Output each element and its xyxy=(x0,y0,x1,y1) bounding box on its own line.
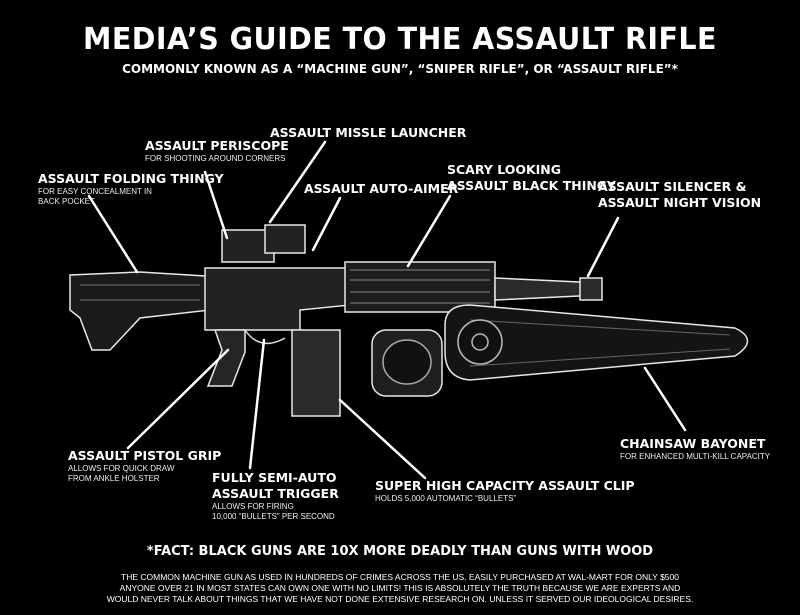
fact-line: *FACT: BLACK GUNS ARE 10X MORE DEADLY TH… xyxy=(146,544,654,559)
page-subtitle: COMMONLY KNOWN AS A “MACHINE GUN”, “SNIP… xyxy=(122,62,678,76)
grip-sub-1: ALLOWS FOR QUICK DRAW xyxy=(68,464,175,473)
bayonet-heading: CHAINSAW BAYONET xyxy=(620,436,766,451)
footer-line-1: THE COMMON MACHINE GUN AS USED IN HUNDRE… xyxy=(121,572,679,582)
rifle-stock xyxy=(69,271,211,351)
periscope-heading: ASSAULT PERISCOPE xyxy=(145,138,289,153)
trigger-sub-2: 10,000 “BULLETS” PER SECOND xyxy=(212,512,335,521)
trigger-sub-1: ALLOWS FOR FIRING xyxy=(212,502,294,511)
page-title: MEDIA’S GUIDE TO THE ASSAULT RIFLE xyxy=(82,22,718,57)
aimer-heading: ASSAULT AUTO-AIMER xyxy=(304,181,459,196)
clip-sub: HOLDS 5,000 AUTOMATIC “BULLETS” xyxy=(375,494,517,503)
rifle-receiver xyxy=(204,267,351,331)
folding-sub-2: BACK POCKET xyxy=(38,197,95,206)
trigger-heading-2: ASSAULT TRIGGER xyxy=(212,486,339,501)
trigger-heading-1: FULLY SEMI-AUTO xyxy=(212,470,337,485)
label-folding: ASSAULT FOLDING THINGY FOR EASY CONCEALM… xyxy=(38,171,224,207)
label-scary: SCARY LOOKING ASSAULT BLACK THINGY xyxy=(447,162,616,194)
label-aimer: ASSAULT AUTO-AIMER xyxy=(304,181,458,197)
rifle-pistol-grip xyxy=(206,329,246,387)
bayonet-sub: FOR ENHANCED MULTI-KILL CAPACITY xyxy=(620,452,771,461)
label-grip: ASSAULT PISTOL GRIP ALLOWS FOR QUICK DRA… xyxy=(68,448,221,484)
label-trigger: FULLY SEMI-AUTO ASSAULT TRIGGER ALLOWS F… xyxy=(212,470,339,522)
rifle-magazine xyxy=(291,329,341,417)
folding-sub-1: FOR EASY CONCEALMENT IN xyxy=(38,187,152,196)
clip-heading: SUPER HIGH CAPACITY ASSAULT CLIP xyxy=(375,478,635,493)
label-silencer: ASSAULT SILENCER & ASSAULT NIGHT VISION xyxy=(598,179,761,211)
chainsaw-bar xyxy=(444,304,749,381)
label-periscope: ASSAULT PERISCOPE FOR SHOOTING AROUND CO… xyxy=(145,138,289,164)
scary-heading-2: ASSAULT BLACK THINGY xyxy=(447,178,616,193)
silencer-heading-1: ASSAULT SILENCER & xyxy=(598,179,747,194)
scary-heading-1: SCARY LOOKING xyxy=(447,162,562,177)
periscope-sub: FOR SHOOTING AROUND CORNERS xyxy=(145,154,286,163)
footer-line-2: ANYONE OVER 21 IN MOST STATES CAN OWN ON… xyxy=(119,583,681,593)
label-clip: SUPER HIGH CAPACITY ASSAULT CLIP HOLDS 5… xyxy=(375,478,635,504)
missile-heading: ASSAULT MISSLE LAUNCHER xyxy=(270,125,467,140)
grip-sub-2: FROM ANKLE HOLSTER xyxy=(68,474,160,483)
label-missile: ASSAULT MISSLE LAUNCHER xyxy=(270,125,466,141)
silencer-heading-2: ASSAULT NIGHT VISION xyxy=(598,195,762,210)
label-bayonet: CHAINSAW BAYONET FOR ENHANCED MULTI-KILL… xyxy=(620,436,770,462)
folding-heading: ASSAULT FOLDING THINGY xyxy=(38,171,224,186)
footer-line-3: WOULD NEVER TALK ABOUT THINGS THAT WE HA… xyxy=(106,594,694,604)
grip-heading: ASSAULT PISTOL GRIP xyxy=(68,448,222,463)
footer-text: THE COMMON MACHINE GUN AS USED IN HUNDRE… xyxy=(0,572,800,605)
